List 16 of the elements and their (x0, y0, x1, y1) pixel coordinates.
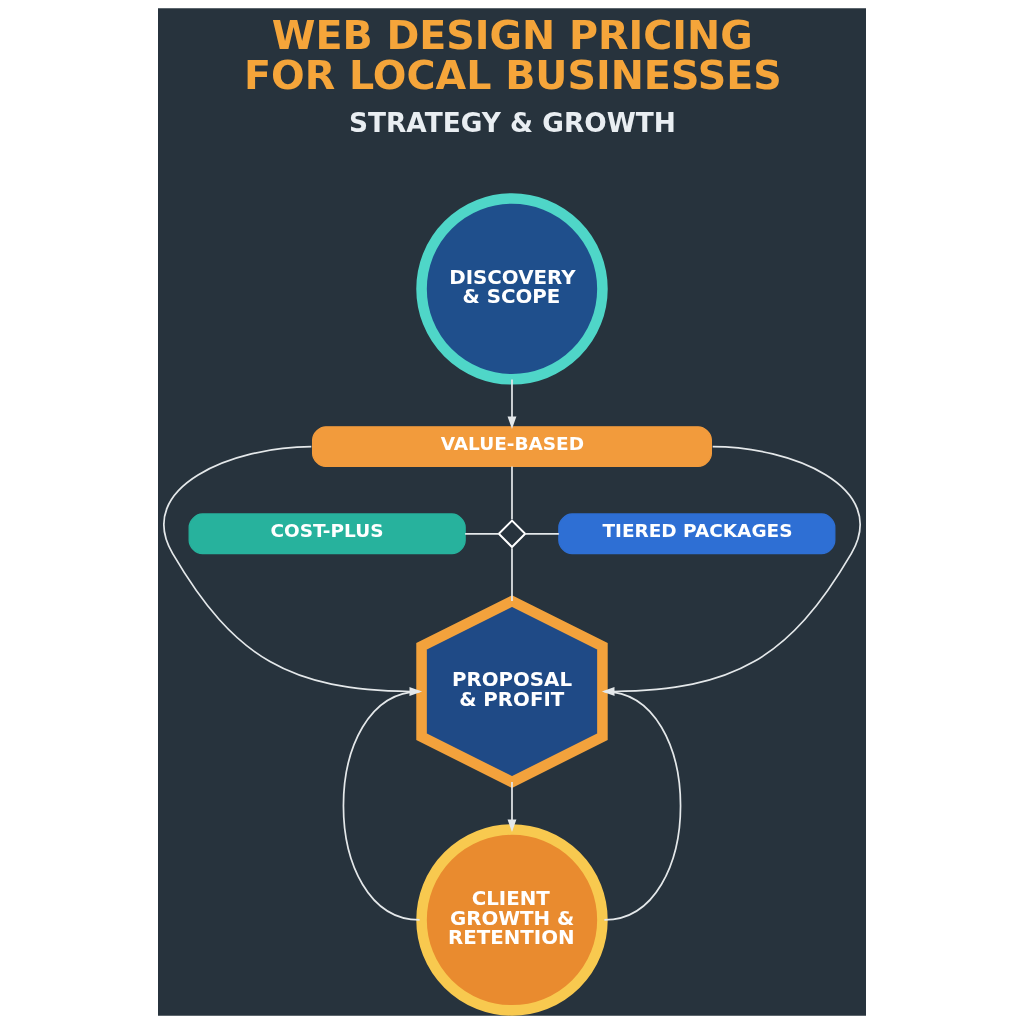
connector (464, 532, 500, 535)
node-diamond (497, 519, 527, 549)
arrow (507, 781, 517, 833)
connector (511, 547, 513, 602)
label: STRATEGY & GROWTH (348, 107, 676, 139)
connector (511, 465, 513, 521)
node-box: COST-PLUS (188, 513, 466, 555)
connector (524, 532, 560, 535)
connector (342, 690, 421, 921)
arrow (507, 378, 517, 430)
node-box: TIERED PACKAGES (558, 513, 836, 555)
node-circle: DISCOVERY & SCOPE (416, 193, 608, 385)
node-circle: CLIENT GROWTH & RETENTION (416, 824, 608, 1016)
connector (603, 690, 682, 921)
diagram-title: WEB DESIGN PRICING FOR LOCAL BUSINESSES (243, 12, 782, 98)
node-box: VALUE-BASED (311, 426, 712, 468)
